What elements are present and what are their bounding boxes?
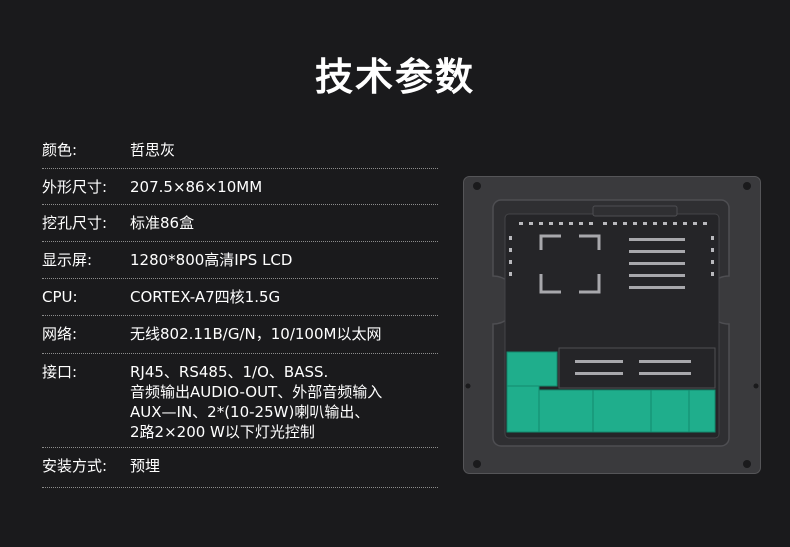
terminal-block bbox=[592, 389, 652, 433]
spec-row-cpu: CPU: CORTEX-A7四核1.5G bbox=[42, 279, 438, 316]
label-lines bbox=[629, 238, 685, 289]
spec-table: 颜色: 哲思灰 外形尺寸: 207.5×86×10MM 挖孔尺寸: 标准86盒 … bbox=[42, 132, 438, 488]
spec-row-interfaces: 接口: RJ45、RS485、1/O、BASS. 音频输出AUDIO-OUT、外… bbox=[42, 354, 438, 448]
spec-label: 挖孔尺寸: bbox=[42, 214, 108, 232]
spec-row-installation: 安装方式: 预埋 bbox=[42, 448, 438, 488]
spec-value: 标准86盒 bbox=[130, 214, 195, 232]
spec-value: 1280*800高清IPS LCD bbox=[130, 251, 293, 269]
vent-holes bbox=[509, 222, 714, 276]
spec-label: 安装方式: bbox=[42, 457, 108, 475]
terminal-blocks bbox=[506, 351, 716, 433]
spec-row-display: 显示屏: 1280*800高清IPS LCD bbox=[42, 242, 438, 279]
terminal-block bbox=[506, 351, 558, 387]
page-title: 技术参数 bbox=[314, 55, 475, 99]
terminal-block bbox=[506, 385, 540, 433]
spec-value: RJ45、RS485、1/O、BASS. 音频输出AUDIO-OUT、外部音频输… bbox=[130, 363, 383, 441]
spec-value: 预埋 bbox=[130, 457, 161, 475]
spec-row-color: 颜色: 哲思灰 bbox=[42, 132, 438, 169]
spec-row-network: 网络: 无线802.11B/G/N，10/100M以太网 bbox=[42, 316, 438, 354]
spec-label: 颜色: bbox=[42, 141, 78, 159]
terminal-block bbox=[538, 389, 594, 433]
spec-value: CORTEX-A7四核1.5G bbox=[130, 288, 281, 306]
terminal-block bbox=[650, 389, 690, 433]
screw-holes bbox=[465, 182, 759, 468]
spec-row-cutout: 挖孔尺寸: 标准86盒 bbox=[42, 205, 438, 242]
spec-label: 接口: bbox=[42, 363, 78, 381]
spec-value: 哲思灰 bbox=[130, 141, 176, 159]
spec-value: 无线802.11B/G/N，10/100M以太网 bbox=[130, 325, 382, 343]
spec-label: 显示屏: bbox=[42, 251, 93, 269]
spec-label: 网络: bbox=[42, 325, 78, 343]
spec-row-dimensions: 外形尺寸: 207.5×86×10MM bbox=[42, 169, 438, 205]
device-back-illustration bbox=[463, 176, 761, 474]
top-notch bbox=[592, 205, 678, 217]
spec-label: 外形尺寸: bbox=[42, 178, 108, 196]
spec-label: CPU: bbox=[42, 288, 78, 306]
bracket-mark bbox=[539, 234, 601, 294]
terminal-block bbox=[688, 389, 716, 433]
port-label-lines bbox=[575, 360, 691, 375]
spec-value: 207.5×86×10MM bbox=[130, 178, 263, 196]
terminal-housing bbox=[558, 347, 716, 389]
